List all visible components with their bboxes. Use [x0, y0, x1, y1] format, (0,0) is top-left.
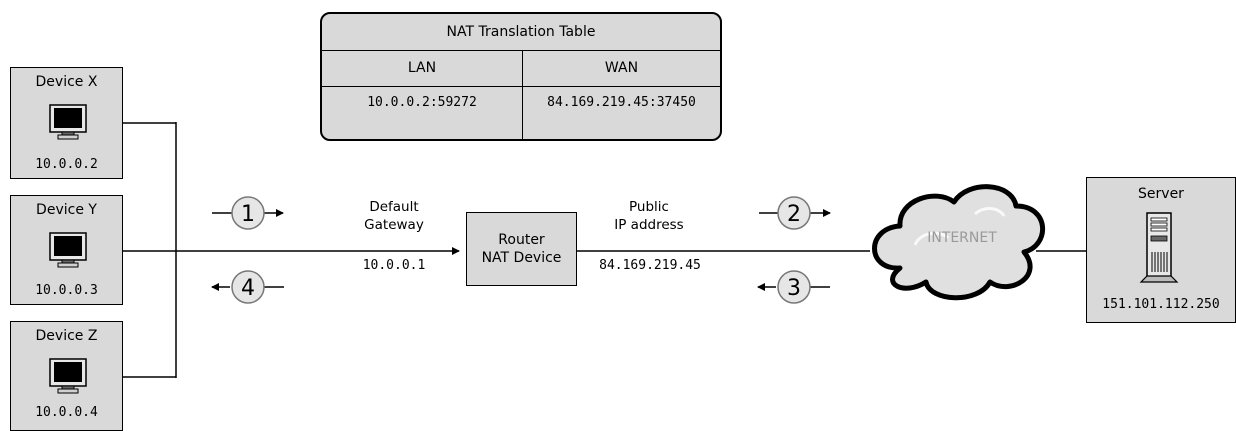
device-z-ip: 10.0.0.4 — [35, 405, 98, 420]
router-label: Router NAT Device — [467, 231, 576, 267]
device-x-ip: 10.0.0.2 — [35, 157, 98, 172]
step-3-number: 3 — [787, 276, 801, 301]
gateway-ip: 10.0.0.1 — [362, 258, 426, 273]
router-label-line1: Router — [498, 232, 545, 248]
gateway-label: Default Gateway — [346, 198, 442, 234]
nat-header-lan: LAN — [322, 51, 523, 86]
server-ip: 151.101.112.250 — [1102, 297, 1220, 312]
step-2-indicator: 2 — [759, 196, 831, 230]
gateway-label-line1: Default — [369, 199, 419, 215]
nat-lan-value: 10.0.0.2:59272 — [367, 95, 477, 110]
internet-cloud: INTERNET — [872, 184, 1046, 301]
monitor-icon — [49, 232, 87, 268]
nat-wan-value: 84.169.219.45:37450 — [547, 95, 696, 110]
step-4-indicator: 4 — [211, 270, 284, 304]
device-x-name: Device X — [35, 74, 98, 90]
lan-bus-lines — [123, 122, 1086, 378]
public-label-line2: IP address — [614, 217, 684, 233]
public-label-line1: Public — [629, 199, 669, 215]
step-3-circle — [777, 270, 811, 304]
step-4-circle — [231, 270, 265, 304]
step-1-indicator: 1 — [212, 196, 284, 230]
nat-table-header-row: LAN WAN — [322, 51, 720, 87]
step-3-indicator: 3 — [757, 270, 830, 304]
nat-cell-wan: 84.169.219.45:37450 — [523, 87, 720, 139]
internet-label: INTERNET — [927, 230, 997, 246]
router-label-line2: NAT Device — [481, 250, 562, 266]
public-ip-label: Public IP address — [596, 198, 702, 234]
nat-table-row: 10.0.0.2:59272 84.169.219.45:37450 — [322, 87, 720, 139]
device-y-ip: 10.0.0.3 — [35, 283, 98, 298]
step-2-circle — [777, 196, 811, 230]
nat-table-title: NAT Translation Table — [322, 14, 720, 51]
nat-translation-table: NAT Translation Table LAN WAN 10.0.0.2:5… — [320, 12, 722, 141]
device-y-name: Device Y — [36, 202, 97, 218]
step-4-number: 4 — [241, 276, 255, 301]
nat-cell-lan: 10.0.0.2:59272 — [322, 87, 523, 139]
device-z-box: Device Z 10.0.0.4 — [10, 321, 123, 431]
server-box: Server 151.101.112.250 — [1086, 177, 1236, 323]
step-1-number: 1 — [241, 202, 255, 227]
server-tower-icon — [1139, 212, 1179, 283]
monitor-icon — [49, 104, 87, 140]
gateway-label-line2: Gateway — [364, 217, 424, 233]
server-name: Server — [1138, 186, 1184, 202]
router-nat-device: Router NAT Device — [466, 212, 577, 286]
step-2-number: 2 — [787, 202, 801, 227]
nat-header-wan: WAN — [604, 60, 639, 76]
device-y-box: Device Y 10.0.0.3 — [10, 195, 123, 305]
public-ip: 84.169.219.45 — [599, 258, 701, 273]
device-x-box: Device X 10.0.0.2 — [10, 67, 123, 179]
device-z-name: Device Z — [35, 328, 98, 344]
monitor-icon — [49, 358, 87, 394]
step-1-circle — [231, 196, 265, 230]
